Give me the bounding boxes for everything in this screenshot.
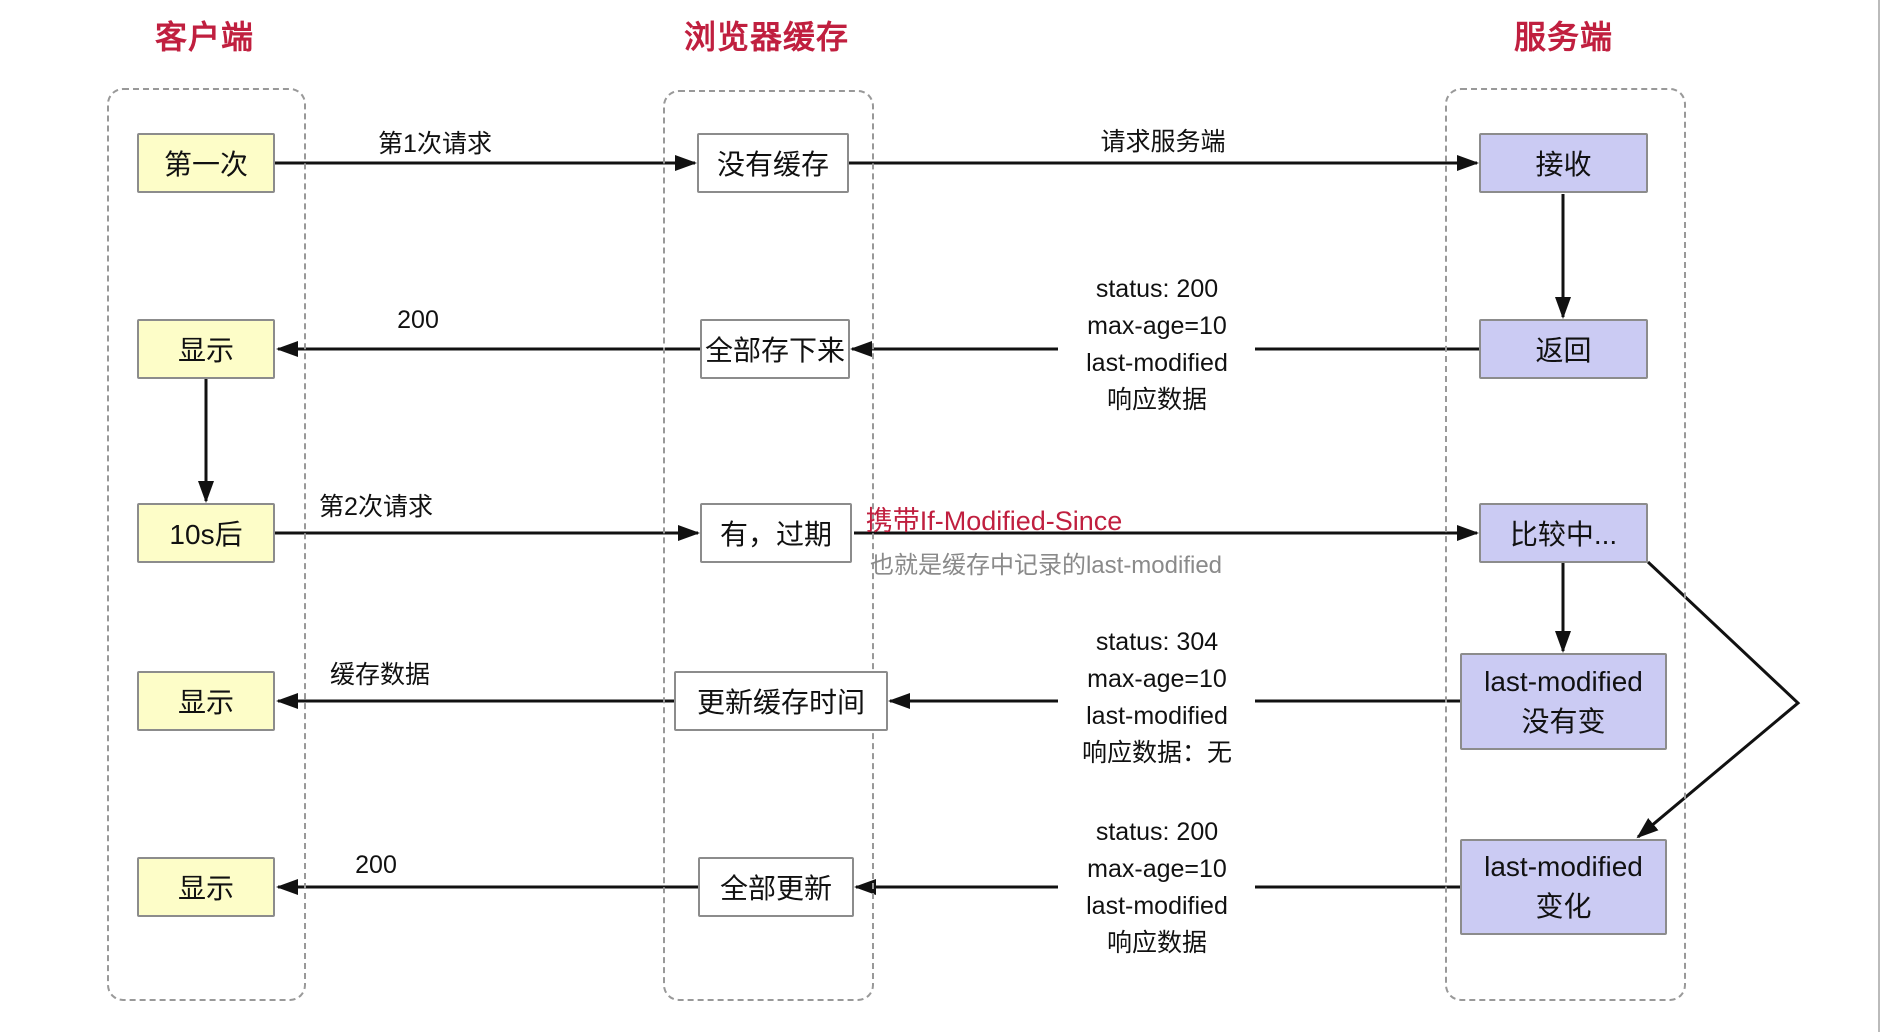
- status-line: 响应数据: [1106, 929, 1207, 957]
- status-line: status: 200: [1095, 818, 1219, 846]
- status-line: last-modified: [1086, 349, 1228, 377]
- node-lastmodified-unchanged: last-modified 没有变: [1460, 653, 1667, 750]
- lane-client: [107, 88, 306, 1001]
- label-status-200-block-2: status: 200 max-age=10 last-modified 响应数…: [997, 814, 1317, 962]
- header-browser-cache: 浏览器缓存: [683, 19, 849, 55]
- node-no-cache: 没有缓存: [697, 133, 849, 193]
- label-200-row2: 200: [397, 306, 439, 334]
- status-line: 响应数据：无: [1081, 739, 1232, 767]
- node-return: 返回: [1479, 319, 1648, 379]
- node-display-1: 显示: [137, 319, 275, 379]
- header-client: 客户端: [154, 19, 254, 55]
- node-lastmodified-changed-line2: 变化: [1535, 891, 1592, 922]
- node-update-cache-time: 更新缓存时间: [674, 671, 888, 731]
- status-line: status: 304: [1095, 628, 1219, 656]
- node-store-all: 全部存下来: [700, 319, 850, 379]
- status-line: last-modified: [1086, 892, 1228, 920]
- label-first-request: 第1次请求: [378, 130, 492, 158]
- node-display-2: 显示: [137, 671, 275, 731]
- arrow-compare-to-changed-branch: [1636, 560, 1801, 839]
- node-have-expired: 有，过期: [700, 503, 852, 563]
- status-line: max-age=10: [1087, 312, 1227, 340]
- label-second-request: 第2次请求: [319, 493, 433, 521]
- label-cache-data: 缓存数据: [329, 661, 431, 689]
- label-if-modified-since: 携带If-Modified-Since: [865, 506, 1123, 536]
- label-request-server: 请求服务端: [1100, 128, 1226, 156]
- label-status-304-block: status: 304 max-age=10 last-modified 响应数…: [997, 624, 1317, 772]
- node-receive: 接收: [1479, 133, 1648, 193]
- node-update-all: 全部更新: [698, 857, 854, 917]
- status-line: status: 200: [1095, 275, 1219, 303]
- lane-server: [1445, 88, 1686, 1001]
- label-if-modified-since-note: 也就是缓存中记录的last-modified: [869, 552, 1223, 579]
- node-comparing: 比较中...: [1479, 503, 1648, 563]
- label-200-row5: 200: [355, 851, 397, 879]
- status-line: last-modified: [1086, 702, 1228, 730]
- status-line: max-age=10: [1087, 665, 1227, 693]
- node-first-time: 第一次: [137, 133, 275, 193]
- node-display-3: 显示: [137, 857, 275, 917]
- node-lastmodified-changed: last-modified 变化: [1460, 839, 1667, 935]
- status-line: 响应数据: [1106, 386, 1207, 414]
- node-lastmodified-changed-line1: last-modified: [1484, 851, 1643, 882]
- label-status-200-block: status: 200 max-age=10 last-modified 响应数…: [997, 271, 1317, 419]
- header-server: 服务端: [1513, 19, 1613, 55]
- window-right-edge: [1878, 0, 1880, 1032]
- node-lastmodified-unchanged-line1: last-modified: [1484, 665, 1643, 697]
- node-lastmodified-unchanged-line2: 没有变: [1521, 705, 1606, 737]
- node-after-10s: 10s后: [137, 503, 275, 563]
- status-line: max-age=10: [1087, 855, 1227, 883]
- lane-browser-cache: [663, 90, 874, 1001]
